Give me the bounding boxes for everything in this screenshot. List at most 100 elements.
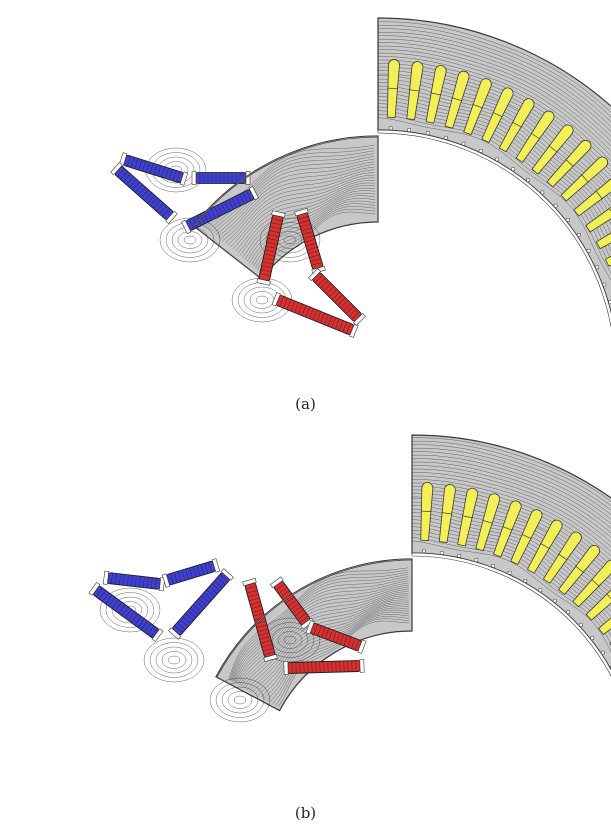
stator-flux-line <box>411 498 611 585</box>
flux-loop <box>111 596 149 624</box>
rotor-flux-line <box>228 567 409 680</box>
stator-coil <box>406 61 424 121</box>
motor-panel-a <box>110 17 611 338</box>
stator-coil <box>585 575 611 621</box>
stator-flux-line <box>377 42 611 142</box>
flux-loop <box>159 217 221 263</box>
slot-opening <box>566 610 570 614</box>
air-gap-b <box>411 552 611 677</box>
slot-opening <box>601 650 605 655</box>
rotor-flux-line <box>235 182 375 252</box>
stator-coil <box>498 98 535 153</box>
stator-flux-line <box>412 482 611 561</box>
panel-a-caption: (a) <box>295 395 316 413</box>
stator-coil <box>526 519 563 574</box>
magnet-blue <box>118 152 189 186</box>
rotor-flux-line <box>231 574 409 682</box>
flux-loop <box>215 682 265 718</box>
stator-flux-line <box>377 117 611 281</box>
stator-coil <box>457 487 479 547</box>
slot-opening <box>586 248 591 253</box>
stator-flux-line <box>412 486 611 566</box>
stator-coil <box>595 213 611 250</box>
stator-coil <box>515 110 555 163</box>
stator-coil <box>542 531 582 584</box>
stator-flux-line <box>411 515 611 607</box>
rotor-b <box>88 558 413 723</box>
stator-coil <box>463 78 492 136</box>
rotor-flux-line <box>277 620 410 707</box>
magnet-blue <box>110 162 178 224</box>
stator-flux-line <box>411 519 611 612</box>
stator-flux-line <box>377 28 611 123</box>
rotor-flux-line <box>227 174 375 246</box>
flux-loop <box>155 646 193 674</box>
stator-coil <box>560 156 609 202</box>
stator-coil <box>493 500 522 558</box>
flux-loop <box>277 631 303 649</box>
stator-flux-line <box>411 493 611 575</box>
rotor-flux-line <box>234 580 409 683</box>
stator-b <box>411 434 611 677</box>
flux-loop <box>271 626 309 654</box>
rotor-flux-line <box>213 158 375 234</box>
stator-flux-line <box>377 96 611 235</box>
stator-flux-line <box>378 78 611 197</box>
stator-flux-line <box>378 73 611 188</box>
rotor-flux-line <box>237 587 409 685</box>
stator-flux-line <box>411 489 611 571</box>
rotor-flux-line <box>232 576 409 682</box>
stator-flux-line <box>412 465 611 538</box>
stator-flux-line <box>378 38 611 137</box>
rotor-flux-line <box>215 161 375 236</box>
stator-flux-line <box>411 533 611 637</box>
magnet-red <box>256 210 286 286</box>
stator-flux-line <box>411 529 611 630</box>
stator-flux-line <box>377 21 611 113</box>
magnet-red <box>271 292 359 338</box>
flux-loop <box>283 235 297 245</box>
stator-flux-line <box>377 99 611 244</box>
flux-loop <box>249 291 275 309</box>
slot-opening <box>507 570 512 575</box>
stator-flux-line <box>377 110 611 267</box>
magnet-red <box>308 268 366 326</box>
stator-flux-line <box>378 52 611 157</box>
motor-panel-b <box>88 434 611 723</box>
rotor-flux-line <box>263 609 410 699</box>
flux-loop <box>143 637 205 683</box>
stator-flux-line <box>378 25 611 118</box>
slot-opening <box>444 135 448 140</box>
stator-flux-line <box>411 468 611 543</box>
stator-coil <box>481 87 514 144</box>
stator-coil <box>531 124 574 175</box>
stator-flux-line <box>411 496 611 580</box>
rotor-flux-line <box>225 172 375 243</box>
stator-flux-line <box>412 461 611 534</box>
rotor-flux-line <box>220 166 375 239</box>
stator-flux-line <box>412 475 611 552</box>
rotor-flux-line <box>233 578 409 683</box>
slot-opening <box>474 558 479 562</box>
stator-flux-line <box>377 113 611 274</box>
rotor-flux-line <box>229 569 409 681</box>
slot-opening <box>461 141 466 146</box>
stator-flux-line <box>411 512 611 603</box>
stator-flux-line <box>378 35 611 132</box>
flux-loop <box>161 651 187 669</box>
rotor-flux-line <box>242 593 409 688</box>
magnet-red <box>283 659 365 675</box>
stator-flux-line <box>377 89 611 217</box>
stator-flux-line <box>412 479 611 557</box>
rotor-flux-line <box>239 589 409 686</box>
magnet-blue <box>168 568 234 640</box>
stator-flux-line <box>411 526 611 624</box>
stator-coil <box>438 484 456 543</box>
flux-loop <box>99 587 161 633</box>
stator-flux-line <box>378 56 611 162</box>
rotor-flux-line <box>230 177 375 248</box>
slot-opening <box>602 282 607 287</box>
flux-loop <box>283 635 297 645</box>
stator-coil <box>546 139 592 188</box>
